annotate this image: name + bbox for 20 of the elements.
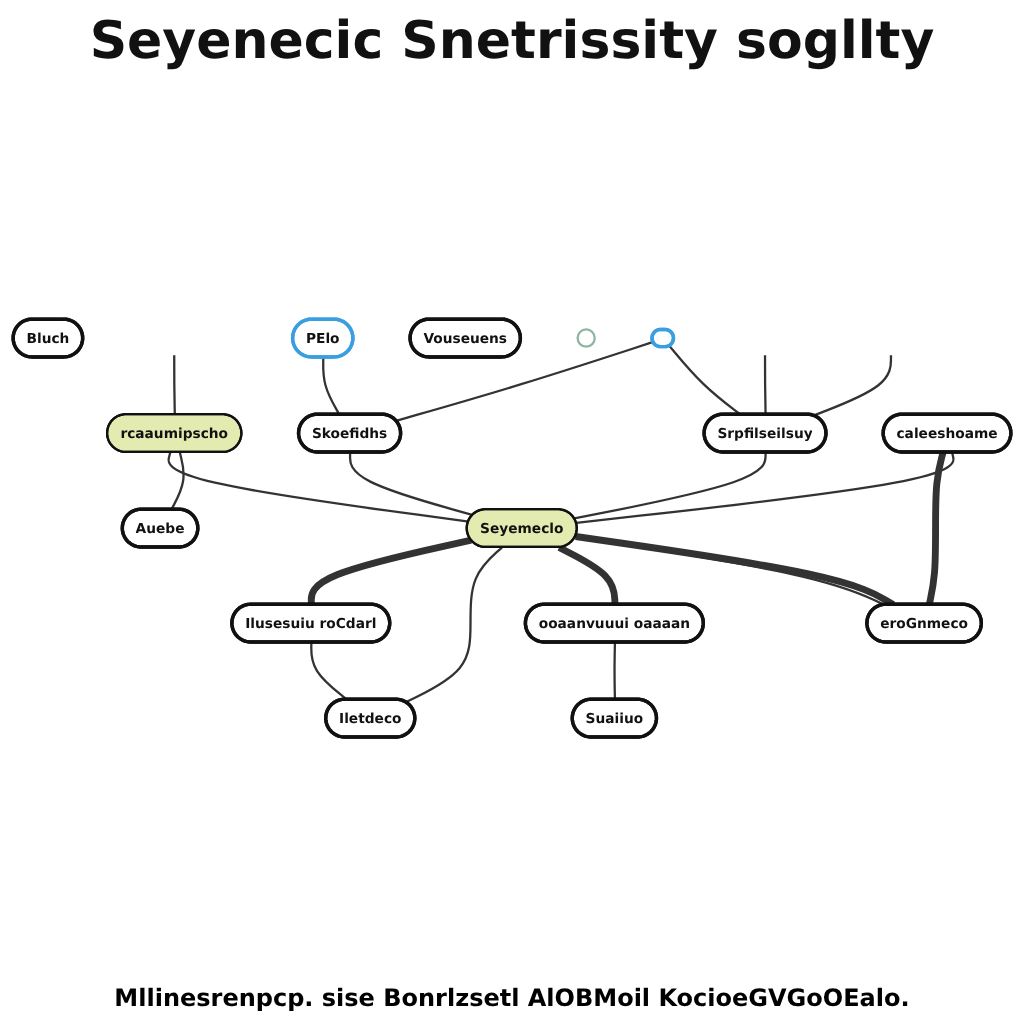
connector (322, 357, 341, 416)
connector (557, 544, 619, 605)
node-circle (576, 328, 596, 348)
connector (348, 452, 474, 517)
title: Seyenecic Snetrissity sogllty (89, 12, 935, 72)
connector (925, 451, 947, 606)
connector (307, 536, 472, 605)
connector (167, 452, 469, 523)
connector (395, 340, 654, 422)
connector (405, 546, 503, 704)
connector (310, 642, 348, 701)
connector (173, 355, 176, 415)
connector (170, 452, 185, 511)
connector (812, 355, 893, 417)
connector (574, 452, 767, 520)
connector (613, 642, 617, 700)
connector (576, 452, 955, 524)
connector (763, 355, 767, 415)
connector (668, 345, 742, 416)
caption: Mllinesrenpcp. sise Bonrlzsetl AlOBMoil KocioeGVGoOEalo. (114, 984, 910, 1012)
